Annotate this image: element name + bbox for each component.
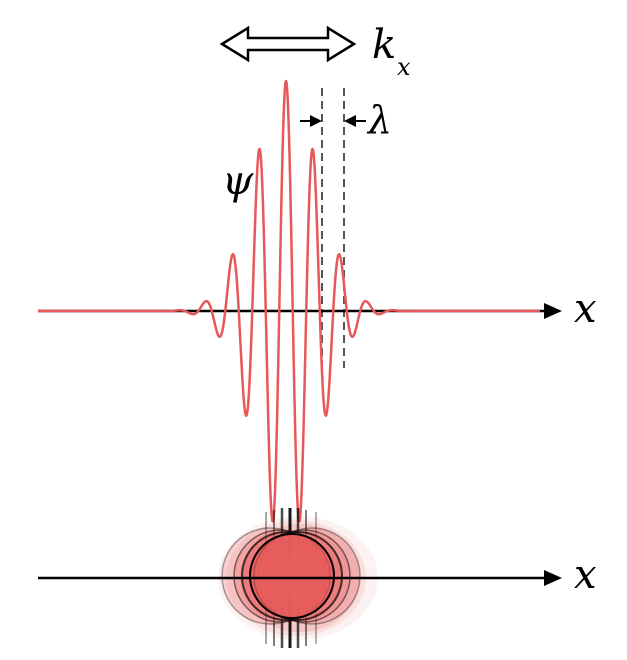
psi-label: ψ	[222, 158, 254, 204]
double-arrow-icon	[219, 25, 357, 63]
wave-packet-curve	[37, 79, 541, 523]
lambda-label: λ	[366, 98, 392, 142]
k-subscript: x	[397, 53, 411, 81]
k-label: k	[372, 22, 396, 68]
arrow-left-icon	[344, 115, 366, 127]
upper-axis-arrowhead	[544, 303, 562, 319]
lower-x-axis-label: x	[574, 552, 597, 598]
arrow-right-icon	[300, 115, 322, 127]
lower-axis-arrowhead	[544, 570, 562, 586]
upper-x-axis-label: x	[574, 286, 597, 332]
